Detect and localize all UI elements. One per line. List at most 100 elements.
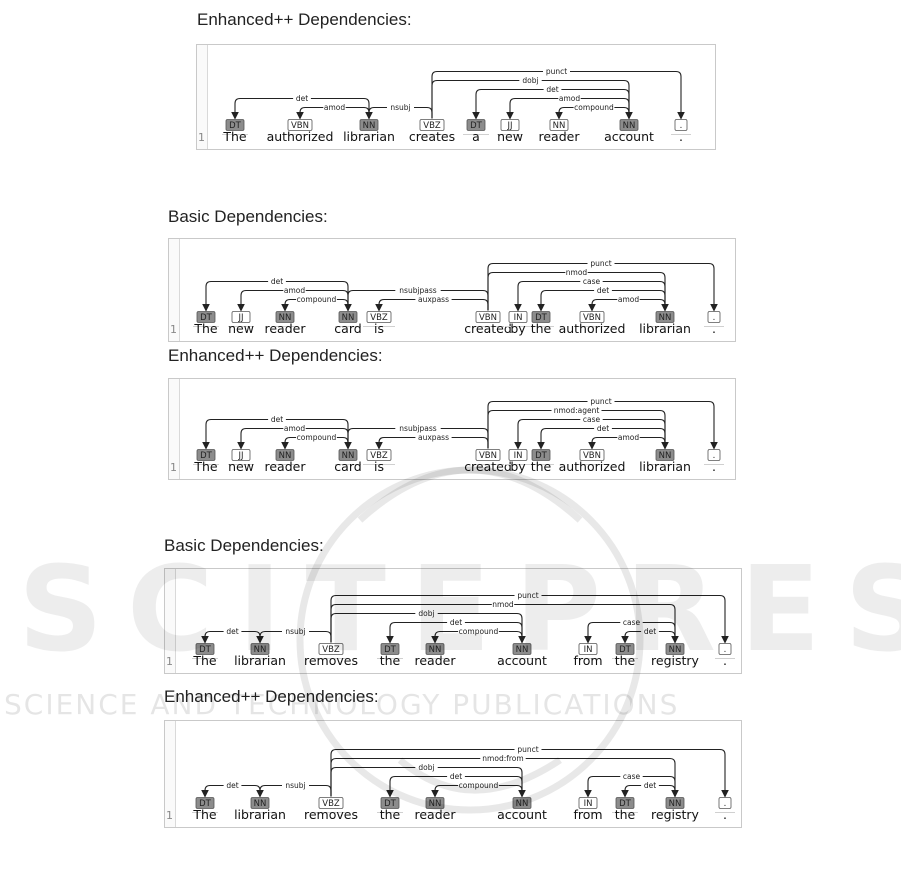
pos-tag: NN xyxy=(279,313,292,323)
pos-tag: JJ xyxy=(237,451,243,461)
pos-tag-box xyxy=(619,119,639,131)
arc-label: dobj xyxy=(418,609,434,618)
panel-gutter xyxy=(165,721,176,827)
token-word: reader xyxy=(415,807,457,822)
pos-tag-box xyxy=(287,119,313,131)
pos-tag: JJ xyxy=(506,121,512,131)
pos-tag-box xyxy=(578,643,598,655)
arc-label: det xyxy=(597,286,609,295)
arc-label-bg xyxy=(594,286,612,295)
token-word: account xyxy=(497,807,547,822)
pos-tag-box xyxy=(338,311,358,323)
panel-gutter xyxy=(165,569,176,673)
arc-label: nsubj xyxy=(285,627,305,636)
arc-label-bg xyxy=(641,781,659,790)
pos-tag-box xyxy=(380,643,400,655)
token-word: The xyxy=(193,321,218,336)
arc-label: det xyxy=(226,627,238,636)
token-word: account xyxy=(497,653,547,668)
pos-tag: . xyxy=(680,121,683,131)
pos-tag-box xyxy=(500,119,520,131)
token-word: . xyxy=(712,321,716,336)
pos-tag-box xyxy=(275,449,295,461)
pos-tag: VBN xyxy=(479,313,497,323)
pos-tag: NN xyxy=(553,121,566,131)
arc-label-bg xyxy=(641,627,659,636)
arc-label-bg xyxy=(296,433,337,442)
line-number: 1 xyxy=(198,131,205,144)
arc-label: compound xyxy=(297,433,337,442)
arc-label: amod xyxy=(324,103,345,112)
pos-tag: VBN xyxy=(583,313,601,323)
arc-label: amod xyxy=(284,286,305,295)
pos-tag: VBZ xyxy=(370,313,388,323)
arc-label: case xyxy=(623,772,641,781)
line-number: 1 xyxy=(170,323,177,336)
pos-tag-box xyxy=(425,643,445,655)
pos-tag-box xyxy=(508,311,528,323)
pos-tag: IN xyxy=(584,799,593,809)
token-word: The xyxy=(192,807,217,822)
pos-tag-box xyxy=(225,119,245,131)
token-word: authorized xyxy=(267,129,334,144)
pos-tag-box xyxy=(508,449,528,461)
pos-tag: NN xyxy=(669,645,682,655)
arc-label: nsubjpass xyxy=(399,424,437,433)
arc-label: case xyxy=(583,415,601,424)
dependency-graph-3: 1punctnmod:agentcasedetamoddetamodcompou… xyxy=(170,397,724,474)
token-word: a xyxy=(472,129,480,144)
dependency-graph-5: 1punctnmod:fromdobjdetcompoundcasedetdet… xyxy=(166,745,735,822)
pos-tag-box xyxy=(549,119,569,131)
pos-tag: VBZ xyxy=(370,451,388,461)
section-title-1: Enhanced++ Dependencies: xyxy=(197,10,412,29)
token-word: the xyxy=(380,807,401,822)
arc-label-bg xyxy=(543,85,562,94)
pos-tag-box xyxy=(665,643,685,655)
token-word: the xyxy=(531,459,552,474)
pos-tag-box xyxy=(718,643,732,655)
pos-tag-box xyxy=(195,797,215,809)
pos-tag-box xyxy=(318,643,344,655)
arc-label: amod xyxy=(559,94,580,103)
token-word: by xyxy=(510,321,526,336)
pos-tag: IN xyxy=(514,313,523,323)
pos-tag: NN xyxy=(254,799,267,809)
arc-label-bg xyxy=(293,94,311,103)
arc-label-bg xyxy=(580,277,603,286)
pos-tag-box xyxy=(196,311,216,323)
arc-label-bg xyxy=(447,772,465,781)
pos-tag-box xyxy=(512,643,532,655)
arc-label: punct xyxy=(517,591,538,600)
pos-tag-box xyxy=(231,449,251,461)
token-word: is xyxy=(374,321,384,336)
pos-tag: DT xyxy=(200,451,213,461)
token-word: from xyxy=(573,653,602,668)
pos-tag-box xyxy=(250,643,270,655)
arc-label: det xyxy=(546,85,558,94)
arc-label: auxpass xyxy=(418,433,449,442)
pos-tag: VBZ xyxy=(423,121,441,131)
pos-tag: DT xyxy=(470,121,483,131)
line-number: 1 xyxy=(170,461,177,474)
token-word: is xyxy=(374,459,384,474)
panel-gutter xyxy=(169,379,180,479)
pos-tag-box xyxy=(366,449,392,461)
arc-label: det xyxy=(271,415,283,424)
pos-tag-box xyxy=(707,311,721,323)
pos-tag-box xyxy=(250,797,270,809)
arc-label: punct xyxy=(546,67,567,76)
pos-tag: VBN xyxy=(291,121,309,131)
arc-label: det xyxy=(271,277,283,286)
token-word: from xyxy=(573,807,602,822)
pos-tag-box xyxy=(366,311,392,323)
pos-tag: DT xyxy=(200,313,213,323)
arc-label-bg xyxy=(573,103,615,112)
arc-label-bg xyxy=(514,745,542,754)
arc-label-bg xyxy=(587,259,615,268)
arc-label-bg xyxy=(283,286,306,295)
pos-tag: IN xyxy=(514,451,523,461)
arc-label-bg xyxy=(558,94,581,103)
arc-label: det xyxy=(597,424,609,433)
